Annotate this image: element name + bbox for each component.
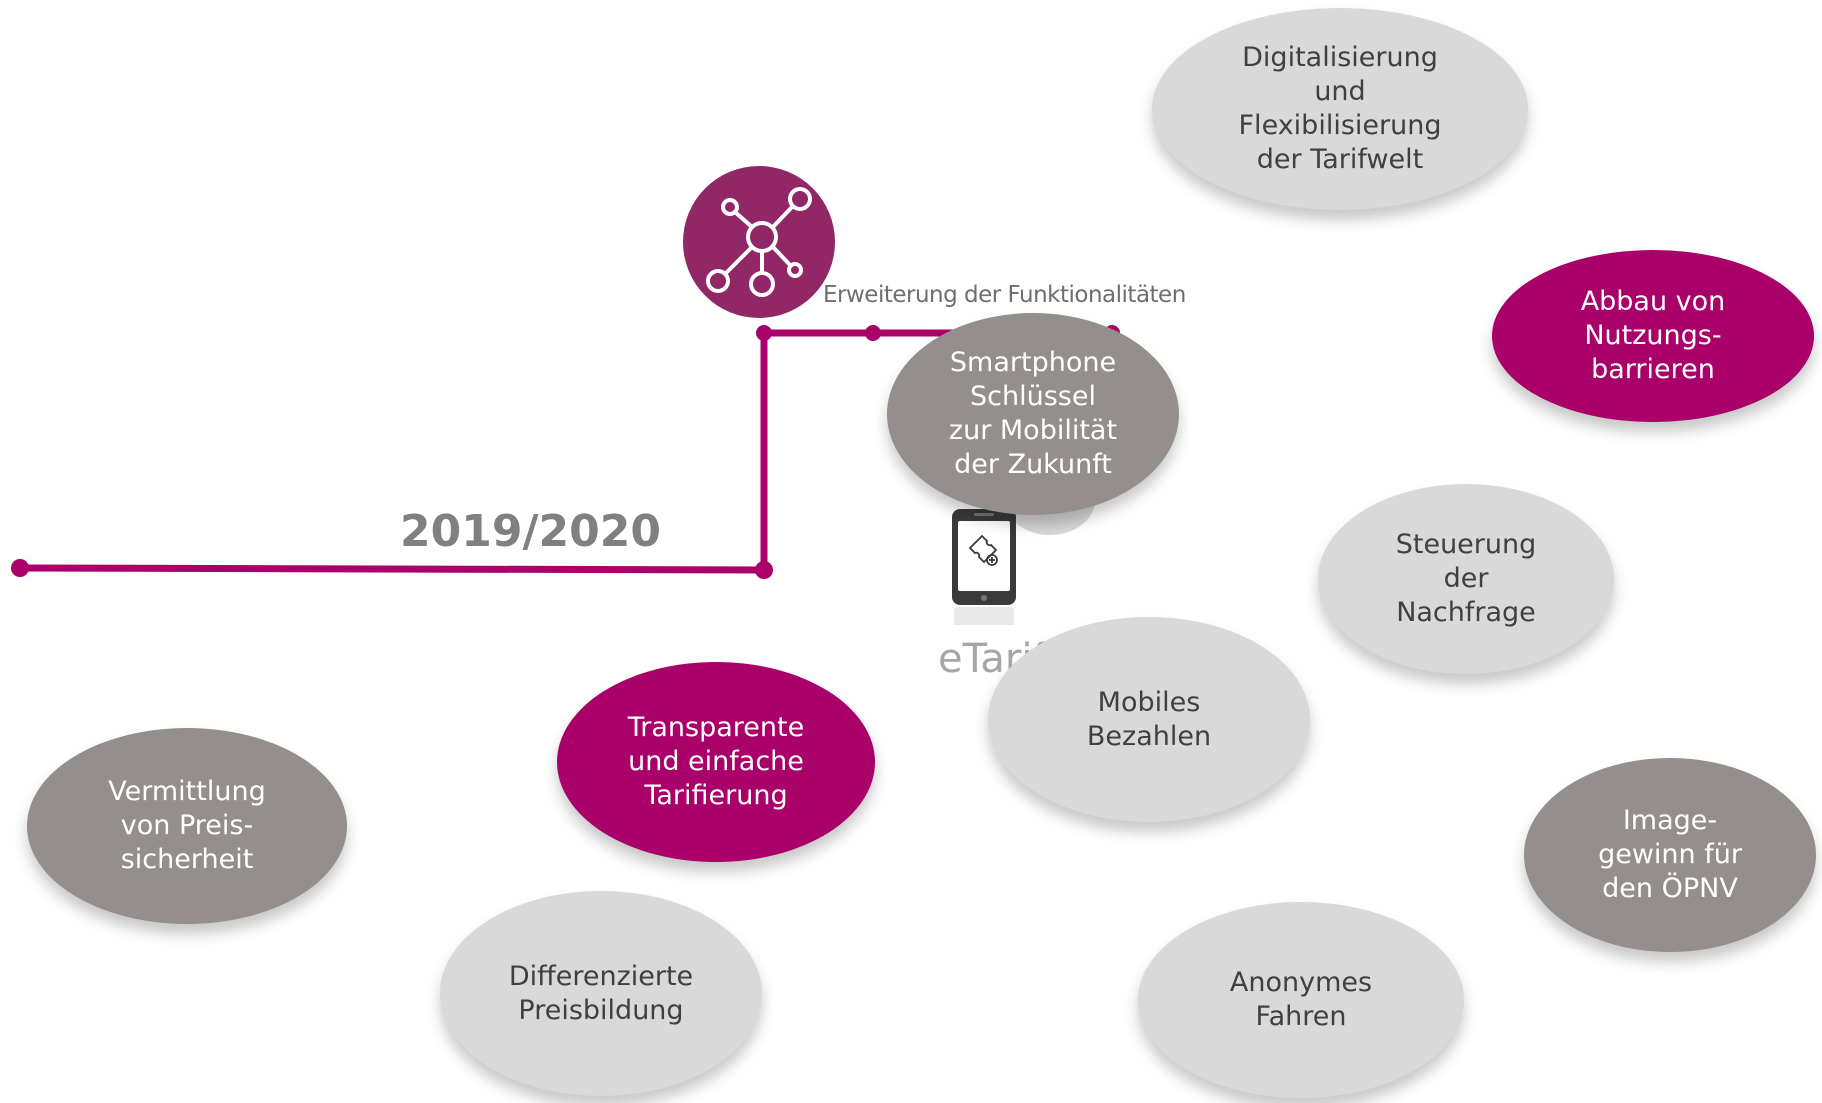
bubble-digitalisierung: Digitalisierung und Flexibilisierung der… xyxy=(1152,8,1528,210)
smartphone-ticket-icon xyxy=(952,509,1016,625)
bubble-smartphone: Smartphone Schlüssel zur Mobilität der Z… xyxy=(887,313,1179,515)
bubble-mobiles: Mobiles Bezahlen xyxy=(988,617,1310,822)
timeline-node-mid xyxy=(865,325,881,341)
network-icon xyxy=(683,166,835,318)
timeline-node-start xyxy=(11,559,29,577)
bubble-steuerung: Steuerung der Nachfrage xyxy=(1318,484,1614,674)
timeline-year: 2019/2020 xyxy=(400,506,661,557)
timeline-node-top xyxy=(756,325,772,341)
bubble-differenzierte: Differenzierte Preisbildung xyxy=(440,891,762,1096)
bubble-transparente: Transparente und einfache Tarifierung xyxy=(557,662,875,862)
timeline-node-corner xyxy=(755,561,773,579)
bubble-anonymes: Anonymes Fahren xyxy=(1138,902,1464,1098)
extension-label: Erweiterung der Funktionalitäten xyxy=(823,282,1186,308)
bubble-image: Image- gewinn für den ÖPNV xyxy=(1524,758,1816,952)
bubble-abbau: Abbau von Nutzungs- barrieren xyxy=(1492,250,1814,422)
bubble-vermittlung: Vermittlung von Preis- sicherheit xyxy=(27,728,347,924)
